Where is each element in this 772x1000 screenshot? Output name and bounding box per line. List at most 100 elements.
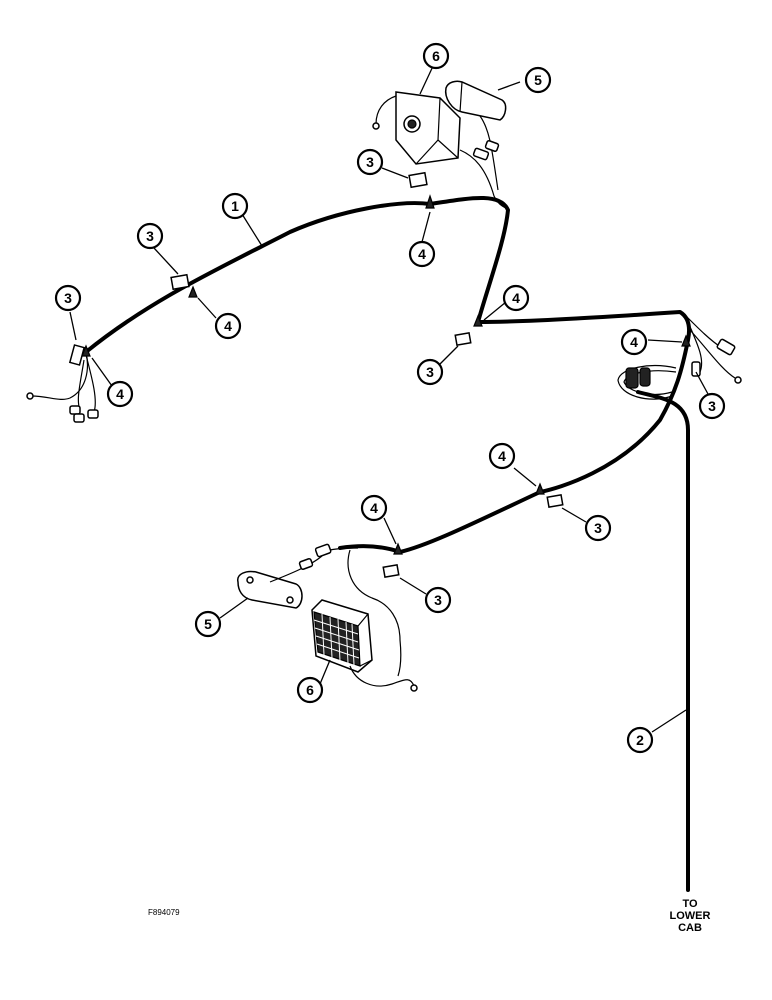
leader-4b xyxy=(197,297,217,319)
svg-text:CAB: CAB xyxy=(678,922,702,934)
to-lower-cab-label: TO LOWER CAB xyxy=(670,898,711,934)
clip-markers xyxy=(81,194,691,555)
svg-text:5: 5 xyxy=(534,72,542,88)
svg-text:6: 6 xyxy=(306,682,314,698)
leader-6b xyxy=(319,659,331,685)
harness-1 xyxy=(84,196,691,554)
wire-left-end xyxy=(31,351,89,400)
bracket-3f xyxy=(382,563,400,579)
leader-3b xyxy=(153,247,179,275)
callout-4g: 4 xyxy=(360,494,388,522)
clip-4d xyxy=(473,314,483,327)
bracket-3d xyxy=(454,331,472,347)
leader-3e xyxy=(695,371,709,395)
wire-upper-right-2 xyxy=(687,321,703,373)
connector-left-2 xyxy=(73,413,85,423)
bracket-3a xyxy=(68,344,86,366)
callout-3g: 3 xyxy=(424,586,452,614)
callout-1: 1 xyxy=(221,192,249,220)
svg-text:3: 3 xyxy=(366,154,374,170)
callout-3c: 3 xyxy=(356,148,384,176)
bracket-3e xyxy=(546,493,564,509)
connector-left-3 xyxy=(87,409,99,419)
bracket-3c xyxy=(408,171,428,189)
clip-4g xyxy=(393,542,403,555)
leader-6a xyxy=(419,63,435,95)
callout-5b: 5 xyxy=(194,610,222,638)
leader-4c xyxy=(421,211,431,243)
leader-3d xyxy=(439,345,459,365)
ring-terminal-left xyxy=(26,392,34,400)
callout-4a: 4 xyxy=(106,380,134,408)
junction-plug-1 xyxy=(625,367,639,389)
leader-4e xyxy=(647,339,683,343)
wire-upper-lamp-1 xyxy=(375,95,397,125)
svg-text:3: 3 xyxy=(64,290,72,306)
svg-text:4: 4 xyxy=(370,500,378,516)
wire-upper-right-3 xyxy=(689,329,736,379)
svg-text:3: 3 xyxy=(708,398,716,414)
connector-upper-right-1 xyxy=(716,338,736,356)
bracket-3b xyxy=(170,273,190,291)
svg-text:4: 4 xyxy=(512,290,520,306)
callout-6b: 6 xyxy=(296,676,324,704)
connector-upper-right-2 xyxy=(691,361,701,377)
connector-lower-lamp-2 xyxy=(298,558,314,570)
svg-text:6: 6 xyxy=(432,48,440,64)
leader-2 xyxy=(651,709,687,733)
wire-lower-flood-1 xyxy=(349,665,415,687)
callout-3a: 3 xyxy=(54,284,82,312)
svg-text:4: 4 xyxy=(224,318,232,334)
lower-flood-lamp xyxy=(311,599,373,673)
leader-1 xyxy=(241,213,263,247)
callout-4c: 4 xyxy=(408,240,436,268)
svg-text:4: 4 xyxy=(630,334,638,350)
leader-4f xyxy=(513,467,537,487)
clip-4e xyxy=(681,334,691,347)
wire-lower-flood-2 xyxy=(347,549,402,677)
lower-work-lamp xyxy=(237,570,303,609)
leader-3g xyxy=(399,577,427,595)
svg-text:5: 5 xyxy=(204,616,212,632)
leader-4a xyxy=(91,357,113,387)
leader-4g xyxy=(383,517,397,545)
wire-lower-lamp-1 xyxy=(269,555,323,583)
wire-lower-lamp-2 xyxy=(329,547,359,551)
connector-lower-lamp-1 xyxy=(314,543,332,558)
connector-upper-lamp-2 xyxy=(484,140,500,152)
svg-text:1: 1 xyxy=(231,198,239,214)
leader-5b xyxy=(219,597,249,619)
svg-text:TO: TO xyxy=(682,898,698,910)
svg-text:LOWER: LOWER xyxy=(670,910,711,922)
ring-terminal-lower xyxy=(410,684,418,692)
callout-2: 2 xyxy=(626,726,654,754)
callout-3b: 3 xyxy=(136,222,164,250)
ring-terminal-upper-right xyxy=(734,376,742,384)
wire-upper-lamp-2 xyxy=(459,149,507,209)
svg-text:3: 3 xyxy=(426,364,434,380)
clip-4f xyxy=(535,482,545,495)
callout-5a: 5 xyxy=(524,66,552,94)
clip-4b xyxy=(188,285,198,298)
callout-4f: 4 xyxy=(488,442,516,470)
connector-left-1 xyxy=(69,405,81,415)
callout-4d: 4 xyxy=(502,284,530,312)
leader-5a xyxy=(497,81,521,91)
figure-id: F894079 xyxy=(148,908,180,917)
clip-4c xyxy=(425,194,435,209)
svg-text:3: 3 xyxy=(594,520,602,536)
bracket-markers xyxy=(68,171,564,579)
callout-6a: 6 xyxy=(422,42,450,70)
upper-flood-lamp xyxy=(395,91,461,165)
leader-3a xyxy=(69,311,77,341)
svg-text:4: 4 xyxy=(498,448,506,464)
svg-text:4: 4 xyxy=(418,246,426,262)
upper-work-lamp xyxy=(444,80,507,121)
harness-2 xyxy=(636,390,690,892)
svg-text:3: 3 xyxy=(434,592,442,608)
wire-junction-loop-2 xyxy=(623,370,677,395)
callout-3e: 3 xyxy=(698,392,726,420)
svg-text:2: 2 xyxy=(636,732,644,748)
connector-upper-lamp-1 xyxy=(472,147,490,161)
ring-terminal-upper xyxy=(372,122,380,130)
